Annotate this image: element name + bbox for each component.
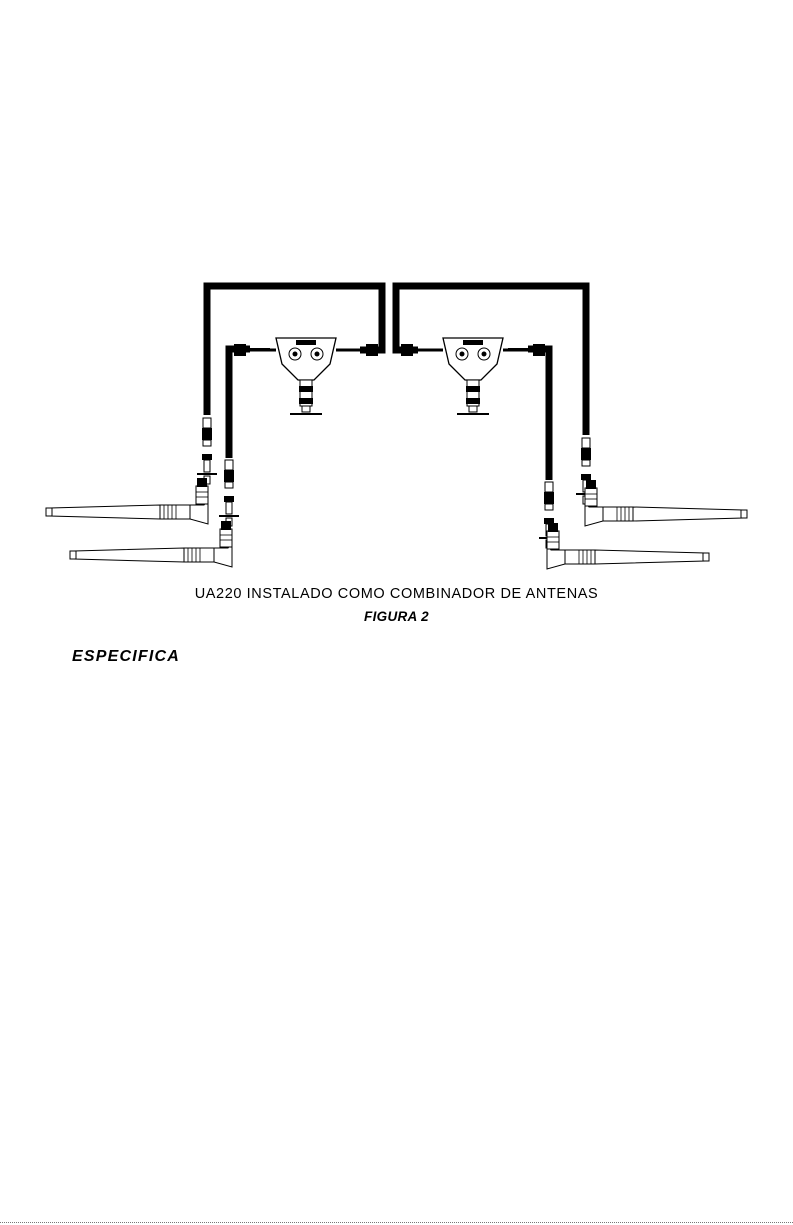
antenna-lower-left <box>70 521 232 567</box>
right-combiner-system <box>396 286 747 569</box>
connector-chain-outer-left <box>197 418 217 484</box>
cable-inner-right <box>528 349 549 480</box>
antenna-combiner-diagram <box>0 0 793 580</box>
splitter-right <box>401 338 545 414</box>
left-combiner-system <box>46 286 382 567</box>
antenna-lower-right <box>547 523 709 569</box>
figure-label: FIGURA 2 <box>0 609 793 624</box>
cable-inner-left <box>229 349 250 458</box>
antenna-upper-left <box>46 478 208 524</box>
page-bottom-edge <box>0 1222 793 1223</box>
figure-caption: UA220 INSTALADO COMO COMBINADOR DE ANTEN… <box>0 586 793 602</box>
connector-chain-inner-left <box>219 460 239 526</box>
section-heading: ESPECIFICA <box>72 648 180 666</box>
antenna-upper-right <box>585 480 747 526</box>
splitter-left <box>234 338 378 414</box>
